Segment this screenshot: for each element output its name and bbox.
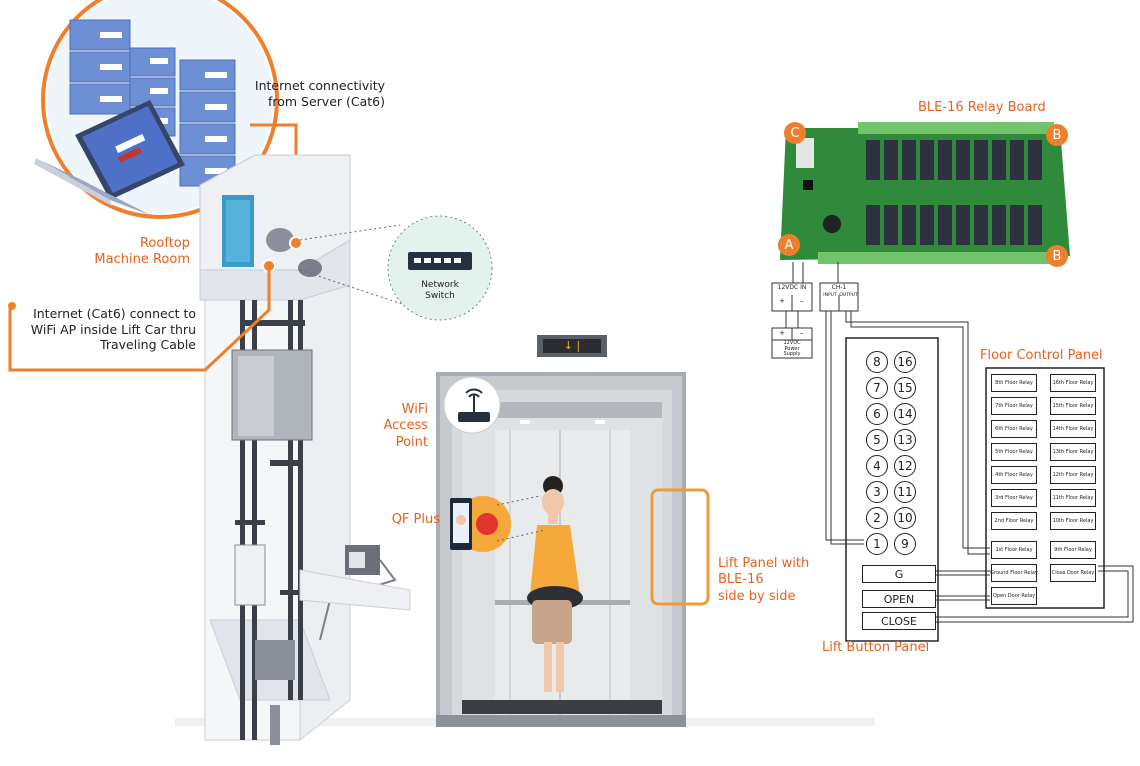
lift-panel-highlight bbox=[650, 488, 710, 606]
floor-button-11: 11 bbox=[894, 481, 916, 503]
relay-13th: 13th Floor Relay bbox=[1050, 443, 1096, 461]
relay-ground: Ground Floor Relay bbox=[990, 564, 1038, 582]
relay-6th: 6th Floor Relay bbox=[991, 420, 1037, 438]
relay-10th: 10th Floor Relay bbox=[1050, 512, 1096, 530]
passenger bbox=[527, 476, 583, 692]
floor-button-6: 6 bbox=[866, 403, 888, 425]
open-button: OPEN bbox=[862, 590, 936, 608]
ch1-label: CH-1 bbox=[831, 284, 847, 291]
traveling-cable-line bbox=[8, 266, 271, 372]
power-supply-plus: + bbox=[779, 329, 785, 337]
floor-button-1: 1 bbox=[866, 533, 888, 555]
machine-motor bbox=[266, 228, 294, 252]
lift-panel-label: Lift Panel with BLE-16 side by side bbox=[718, 556, 810, 604]
server-illustration bbox=[34, 0, 279, 219]
floor-button-8: 8 bbox=[866, 351, 888, 373]
relay-11th: 11th Floor Relay bbox=[1050, 489, 1096, 507]
floor-button-14: 14 bbox=[894, 403, 916, 425]
lift-button-panel-outline bbox=[845, 337, 939, 642]
floor-button-3: 3 bbox=[866, 481, 888, 503]
ground-button: G bbox=[862, 565, 936, 583]
power-supply-label: 12VDC Power Supply bbox=[783, 340, 801, 357]
lift-button-panel-label: Lift Button Panel bbox=[822, 640, 930, 655]
floor-button-2: 2 bbox=[866, 507, 888, 529]
internet-server-label: Internet connectivity from Server (Cat6) bbox=[254, 78, 385, 109]
relay-open-door: Open Door Relay bbox=[991, 587, 1037, 605]
floor-button-10: 10 bbox=[894, 507, 916, 529]
traveling-cable-dot bbox=[8, 302, 16, 310]
rooftop-label: Rooftop Machine Room bbox=[94, 236, 190, 268]
relay-5th: 5th Floor Relay bbox=[991, 443, 1037, 461]
close-button: CLOSE bbox=[862, 612, 936, 630]
badge-a: A bbox=[778, 234, 800, 256]
relay-1st: 1st Floor Relay bbox=[991, 541, 1037, 559]
network-switch-label: Network Switch bbox=[421, 280, 459, 302]
floor-button-13: 13 bbox=[894, 429, 916, 451]
wifi-router-icon bbox=[458, 412, 490, 422]
qf-plus-label: QF Plus bbox=[391, 512, 440, 527]
power-supply-minus: – bbox=[800, 329, 804, 337]
floor-button-5: 5 bbox=[866, 429, 888, 451]
relay-16th: 16th Floor Relay bbox=[1050, 374, 1096, 392]
power-in-plus: + bbox=[779, 297, 785, 305]
floor-button-4: 4 bbox=[866, 455, 888, 477]
floor-button-15: 15 bbox=[894, 377, 916, 399]
relay-3rd: 3rd Floor Relay bbox=[991, 489, 1037, 507]
floor-button-7: 7 bbox=[866, 377, 888, 399]
relay-14th: 14th Floor Relay bbox=[1050, 420, 1096, 438]
relay-8th: 8th Floor Relay bbox=[991, 374, 1037, 392]
floor-button-16: 16 bbox=[894, 351, 916, 373]
relay-9th: 9th Floor Relay bbox=[1050, 541, 1096, 559]
relay-4th: 4th Floor Relay bbox=[991, 466, 1037, 484]
wifi-ap-circle bbox=[443, 376, 501, 434]
ch1-output-label: OUTPUT bbox=[839, 293, 858, 298]
relay-15th: 15th Floor Relay bbox=[1050, 397, 1096, 415]
relay-7th: 7th Floor Relay bbox=[991, 397, 1037, 415]
ch1-input-label: INPUT bbox=[823, 293, 837, 298]
badge-b-bottom: B bbox=[1046, 245, 1068, 267]
floor-button-9: 9 bbox=[894, 533, 916, 555]
internet-cable-label: Internet (Cat6) connect to WiFi AP insid… bbox=[30, 306, 196, 353]
machine-dot-1 bbox=[289, 236, 303, 250]
relay-12th: 12th Floor Relay bbox=[1050, 466, 1096, 484]
power-in-label: 12VDC IN bbox=[777, 284, 807, 291]
floor-button-12: 12 bbox=[894, 455, 916, 477]
board-wiring bbox=[771, 262, 1134, 623]
wifi-ap-label: WiFi Access Point bbox=[383, 402, 428, 450]
relay-board-label: BLE-16 Relay Board bbox=[918, 100, 1046, 115]
relay-board bbox=[780, 122, 1070, 264]
relay-close-door: Close Door Relay bbox=[1050, 564, 1096, 582]
badge-c: C bbox=[784, 122, 806, 144]
badge-b-top: B bbox=[1046, 124, 1068, 146]
relay-2nd: 2nd Floor Relay bbox=[991, 512, 1037, 530]
floor-control-panel-label: Floor Control Panel bbox=[980, 348, 1103, 363]
floor-indicator-arrow: ↓ | bbox=[563, 339, 581, 352]
floor-control-panel-outline bbox=[985, 367, 1105, 609]
power-in-minus: – bbox=[800, 297, 804, 305]
counterweight bbox=[234, 544, 266, 606]
